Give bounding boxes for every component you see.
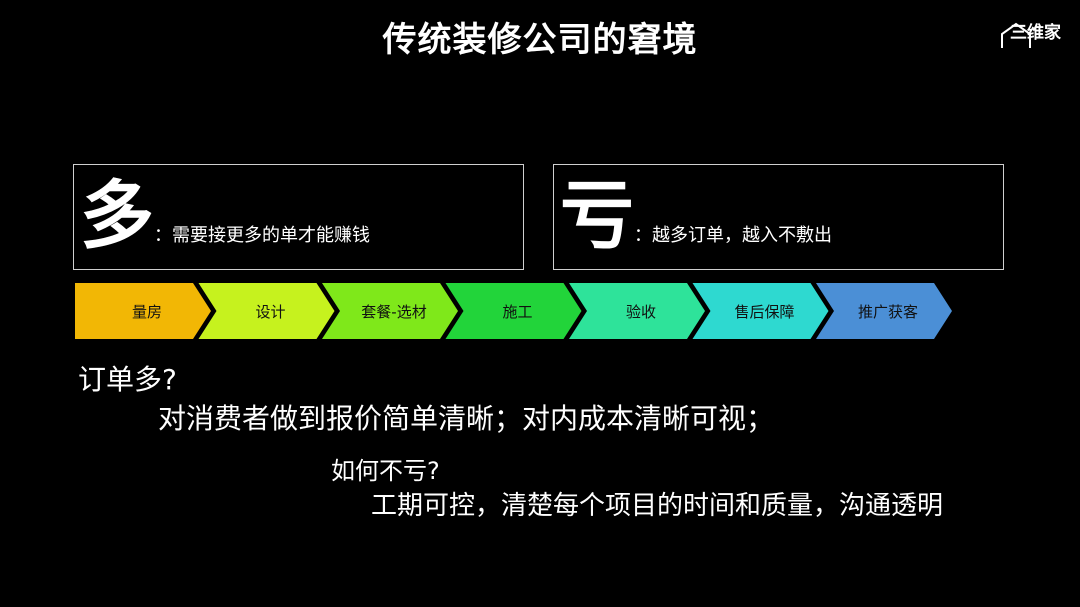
logo-text: 三维家 bbox=[1010, 23, 1061, 43]
process-chevrons bbox=[0, 282, 1080, 340]
step-label-1: 量房 bbox=[131, 303, 162, 321]
chevron-step-5 bbox=[569, 283, 705, 339]
step-label-3: 套餐-选材 bbox=[361, 303, 427, 321]
loss-desc: ：越多订单，越入不敷出 bbox=[634, 225, 832, 246]
chevron-step-6 bbox=[692, 283, 829, 339]
many-char: 多 bbox=[80, 173, 154, 259]
many-desc: ：需要接更多的单才能赚钱 bbox=[154, 225, 370, 246]
answer-many-orders: 对消费者做到报价简单清晰；对内成本清晰可视； bbox=[158, 402, 775, 435]
loss-box: 亏 ：越多订单，越入不敷出 bbox=[553, 164, 1004, 270]
question-many-orders: 订单多? bbox=[78, 363, 177, 396]
chevron-step-4 bbox=[445, 283, 582, 339]
chevron-step-2 bbox=[198, 283, 335, 339]
slide-title: 传统装修公司的窘境 bbox=[382, 20, 698, 60]
loss-char: 亏 bbox=[560, 173, 634, 259]
step-label-7: 推广获客 bbox=[857, 303, 918, 321]
step-label-4: 施工 bbox=[502, 303, 533, 321]
chevron-step-7 bbox=[816, 283, 952, 339]
step-label-6: 售后保障 bbox=[734, 303, 795, 321]
answer-no-loss: 工期可控，清楚每个项目的时间和质量，沟通透明 bbox=[371, 491, 944, 521]
chevron-step-3 bbox=[322, 283, 458, 339]
house-icon bbox=[1001, 22, 1031, 48]
question-no-loss: 如何不亏? bbox=[331, 457, 440, 485]
process-chevron-svg bbox=[75, 283, 952, 339]
many-orders-box: 多 ：需要接更多的单才能赚钱 bbox=[73, 164, 524, 270]
chevron-step-1 bbox=[75, 283, 211, 339]
step-label-5: 验收 bbox=[625, 303, 656, 321]
step-label-2: 设计 bbox=[255, 303, 286, 321]
